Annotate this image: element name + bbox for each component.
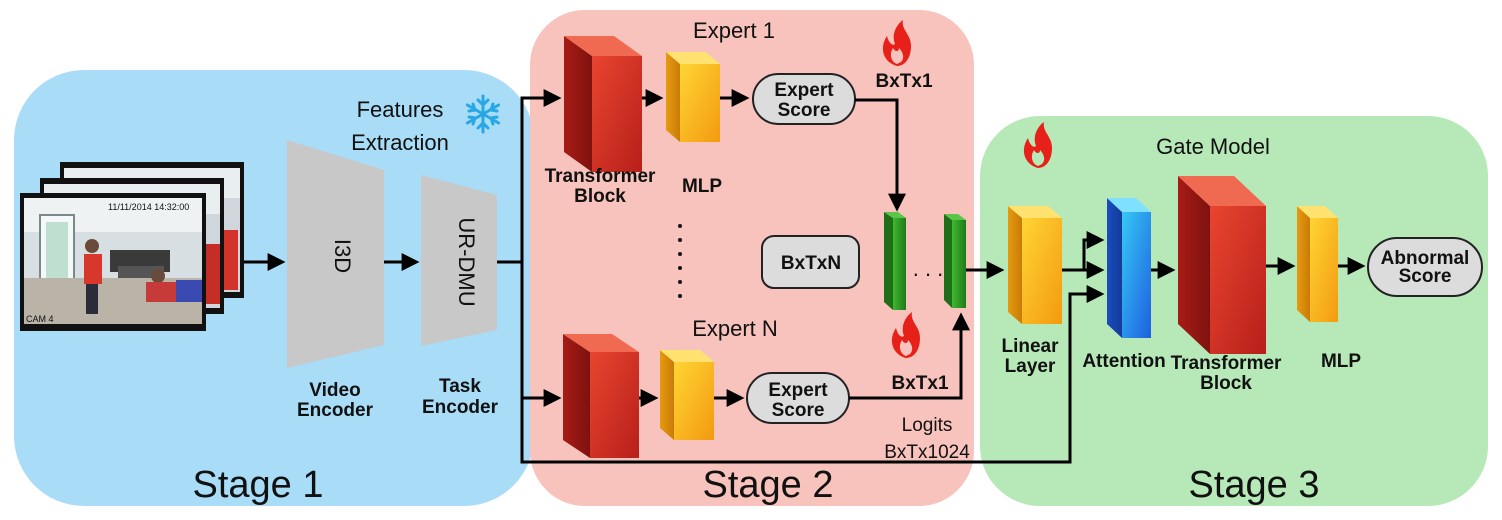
flame-icon-expertN [891, 312, 920, 358]
flame-icon-gate [1023, 122, 1052, 168]
expertN-mlp-block [660, 350, 714, 440]
linear-layer-caption-line2: Layer [1005, 356, 1056, 377]
task-encoder-caption-line1: Task [439, 376, 481, 397]
arrow-expert1-score-to-feature [855, 98, 906, 212]
expert1-transformer-caption-line1: Transformer [545, 166, 656, 187]
expert1-transformer-block [564, 36, 642, 172]
abnormal-score-box [1367, 237, 1483, 297]
features-extraction-label-line1: Features [357, 97, 444, 122]
expertN-score-label-line1: Expert [768, 380, 828, 401]
video-encoder-block-label: I3D [330, 239, 355, 273]
bxtxn-label: BxTxN [781, 253, 841, 274]
expertN-title: Expert N [692, 316, 778, 341]
expert1-transformer-caption-line2: Block [574, 186, 626, 207]
gate-transformer-caption-line2: Block [1200, 373, 1252, 394]
gate-transformer-caption-line1: Transformer [1171, 353, 1282, 374]
linear-layer-block [1008, 206, 1062, 324]
arrow-expertN-score-to-feature [849, 312, 970, 400]
expertN-score-label-line2: Score [772, 400, 825, 421]
expertN-transformer-block [563, 334, 639, 458]
features-horizontal-ellipsis: . . . [913, 256, 944, 281]
linear-layer-caption-line1: Linear [1001, 336, 1059, 357]
video-frames: 11/11/2014 14:32:00 CAM 4 [20, 162, 244, 331]
gate-transformer-block [1178, 176, 1266, 354]
gate-mlp-caption: MLP [1321, 351, 1361, 372]
frame-cam-label: CAM 4 [26, 314, 54, 324]
abnormal-score-label-line1: Abnormal [1381, 248, 1470, 269]
task-encoder-block-label: UR-DMU [454, 217, 479, 306]
expert1-mlp-caption: MLP [682, 176, 722, 197]
bxtxn-box [761, 235, 860, 289]
arrow-linear-to-attention [1062, 231, 1105, 272]
task-encoder-block [421, 175, 497, 346]
attention-block [1107, 198, 1151, 338]
stage3-label: Stage 3 [1189, 464, 1320, 506]
video-encoder-caption-line2: Encoder [297, 400, 374, 421]
expert1-output-dim: BxTx1 [875, 71, 932, 92]
logits-label-line2: BxTx1024 [884, 442, 970, 463]
attention-caption: Attention [1082, 351, 1165, 372]
logits-label-line1: Logits [902, 415, 953, 436]
expert1-feature-vector [884, 212, 906, 310]
expert1-score-label-line1: Expert [774, 80, 834, 101]
expertN-output-dim: BxTx1 [891, 373, 948, 394]
video-encoder-caption-line1: Video [309, 380, 360, 401]
expertN-feature-vector [944, 214, 966, 308]
task-encoder-caption-line2: Encoder [422, 397, 499, 418]
video-frame-front: 11/11/2014 14:32:00 CAM 4 [20, 193, 206, 331]
abnormal-score-label-line2: Score [1399, 266, 1452, 287]
expert1-title: Expert 1 [693, 18, 775, 43]
urdmu-output-connectors [497, 89, 1105, 464]
gate-mlp-block [1297, 206, 1338, 322]
experts-vertical-ellipsis [678, 224, 682, 298]
stage1-label: Stage 1 [193, 464, 324, 506]
flame-icon-expert1 [882, 20, 911, 66]
snowflake-icon [465, 94, 501, 134]
frame-timestamp: 11/11/2014 14:32:00 [108, 202, 189, 212]
features-extraction-label-line2: Extraction [351, 130, 449, 155]
stage2-label: Stage 2 [703, 464, 834, 506]
gate-model-title: Gate Model [1156, 134, 1270, 159]
expert1-mlp-block [666, 52, 720, 142]
video-encoder-block [287, 140, 384, 368]
expert1-score-label-line2: Score [778, 100, 831, 121]
